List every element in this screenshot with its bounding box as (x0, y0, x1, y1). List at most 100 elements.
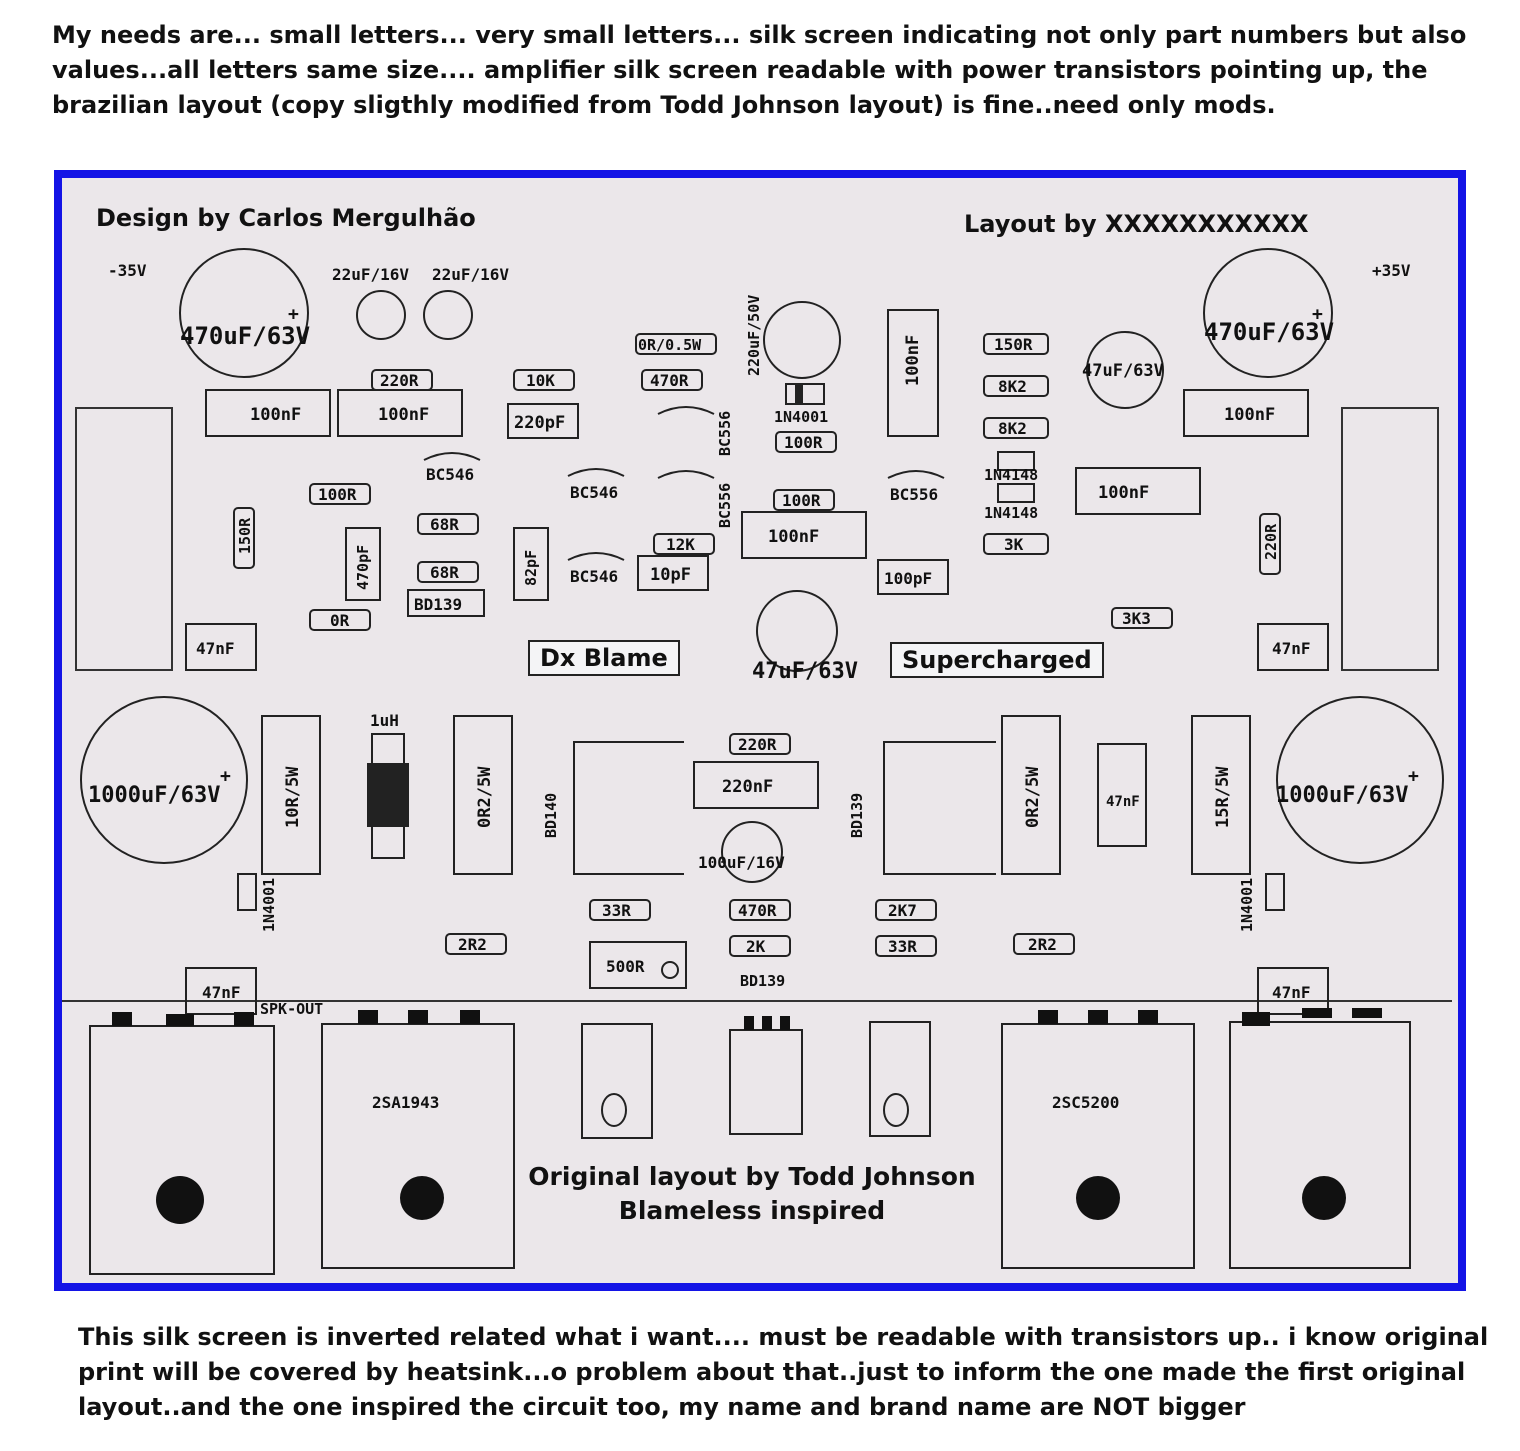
cap-label: 220pF (514, 413, 565, 433)
resistor-label: 3K (1004, 535, 1024, 554)
resistor-label: 2K7 (888, 901, 917, 920)
inductor (367, 733, 409, 859)
transistor-label: BC556 (890, 485, 938, 504)
cap-label: 47uF/63V (752, 659, 858, 684)
power-transistor-label: 2SA1943 (372, 1093, 439, 1112)
cap-100uf (721, 821, 783, 883)
cap-label: 100uF/16V (698, 853, 785, 872)
cap-label: 100nF (903, 335, 923, 386)
resistor-label: 33R (888, 937, 917, 956)
note-top: My needs are... small letters... very sm… (52, 21, 1467, 119)
power-resistor-label: 0R2/5W (1023, 766, 1043, 828)
cap-label: 82pF (522, 550, 540, 586)
cap-label: 1000uF/63V (1276, 783, 1408, 808)
bracket-right (1341, 407, 1439, 671)
cap-label: 47nF (1106, 794, 1140, 810)
cap-1000uf-right: 1000uF/63V + (1276, 696, 1444, 864)
inspired-line: Blameless inspired (618, 1196, 886, 1225)
cap-label: 47nF (1272, 983, 1311, 1002)
resistor-label: 470R (650, 371, 689, 390)
cap-47uf-b (756, 590, 838, 672)
cap-470uf-right: 470uF/63V + (1203, 248, 1334, 378)
cap-label: 1000uF/63V (88, 783, 220, 808)
cap-label: 10pF (650, 565, 691, 585)
cap-470uf-left: 470uF/63V + (179, 248, 310, 378)
resistor-label: 2K (746, 937, 766, 956)
cap-label: 470pF (354, 545, 372, 590)
resistor-label: 0R (330, 611, 350, 630)
cap-22uf-b (423, 290, 473, 340)
cap-label: 100nF (1098, 483, 1149, 503)
resistor-label: 68R (430, 563, 459, 582)
power-resistor-label: 0R2/5W (475, 766, 495, 828)
cap-label: 47uF/63V (1082, 361, 1164, 381)
cap-label: 22uF/16V (332, 265, 409, 284)
svg-text:+: + (1312, 304, 1323, 325)
cap-label: 47nF (202, 983, 241, 1002)
inductor-label: 1uH (370, 711, 399, 730)
trimmer-label: 500R (606, 957, 645, 976)
power-resistor-label: 10R/5W (283, 766, 303, 828)
driver-label: BD139 (848, 793, 866, 838)
svg-text:+: + (1408, 766, 1419, 787)
diode-label: 1N4001 (260, 878, 278, 932)
cap-label: 100nF (1224, 405, 1275, 425)
resistor-label: 68R (430, 515, 459, 534)
transistor-label: BC556 (716, 483, 734, 528)
resistor-label: 100R (784, 433, 823, 452)
pcb-board: 470uF/63V + 470uF/63V + 1000uF/63V + 100… (54, 170, 1466, 1291)
resistor-label: 0R/0.5W (638, 336, 702, 354)
rail-pos-label: +35V (1372, 261, 1411, 280)
diode-label: 1N4001 (1238, 878, 1256, 932)
resistor-label: 470R (738, 901, 777, 920)
power-transistor-label: 2SC5200 (1052, 1093, 1119, 1112)
resistor-label: 100R (318, 485, 357, 504)
resistor-label: 3K3 (1122, 609, 1151, 628)
resistor-label: 150R (994, 335, 1033, 354)
cap-47uf-a (1086, 331, 1164, 409)
cap-label: 100nF (768, 527, 819, 547)
design-credit: Design by Carlos Mergulhão (96, 204, 476, 232)
resistor-label: 150R (236, 517, 254, 554)
resistor-label: 8K2 (998, 419, 1027, 438)
resistor-label: 2R2 (1028, 935, 1057, 954)
resistor-label: 12K (666, 535, 695, 554)
resistor-label: 8K2 (998, 377, 1027, 396)
cap-label: 470uF/63V (180, 322, 310, 350)
bd139-label: BD139 (740, 972, 785, 990)
cap-1000uf-left: 1000uF/63V + (80, 696, 248, 864)
cap-label: 100pF (884, 569, 932, 588)
driver-label: BD139 (414, 595, 462, 614)
note-bottom: This silk screen is inverted related wha… (78, 1323, 1489, 1421)
transistor-label: BC556 (716, 411, 734, 456)
transistor-label: BC546 (426, 465, 474, 484)
cap-label: 220uF/50V (745, 295, 763, 376)
cap-label: 47nF (196, 639, 235, 658)
layout-credit: Layout by XXXXXXXXXXX (964, 210, 1309, 238)
transistor-label: BC546 (570, 483, 618, 502)
diode-label: 1N4148 (984, 504, 1038, 522)
cap-label: 220nF (722, 777, 773, 797)
resistor-label: 33R (602, 901, 631, 920)
resistor-label: 220R (1262, 523, 1280, 560)
svg-text:+: + (220, 766, 231, 787)
cap-label: 100nF (250, 405, 301, 425)
brand-tag-supercharged: Supercharged (890, 642, 1104, 678)
power-resistor-label: 15R/5W (1213, 766, 1233, 828)
resistor-label: 100R (782, 491, 821, 510)
cap-22uf-a (356, 290, 406, 340)
resistor-label: 10K (526, 371, 555, 390)
spk-out-label: SPK-OUT (260, 1000, 323, 1018)
original-credit: Original layout by Todd Johnson Blameles… (512, 1160, 992, 1228)
brand-tag-dx-blame: Dx Blame (528, 640, 680, 676)
cap-label: 22uF/16V (432, 265, 509, 284)
bracket-left (75, 407, 173, 671)
cap-label: 47nF (1272, 639, 1311, 658)
driver-label: BD140 (542, 793, 560, 838)
original-layout-line: Original layout by Todd Johnson (528, 1162, 976, 1191)
resistor-label: 2R2 (458, 935, 487, 954)
diode-label: 1N4001 (774, 408, 828, 426)
diode-label: 1N4148 (984, 466, 1038, 484)
silkscreen-layout: 470uF/63V + 470uF/63V + 1000uF/63V + 100… (62, 248, 1452, 1275)
cap-label: 470uF/63V (1204, 318, 1334, 346)
